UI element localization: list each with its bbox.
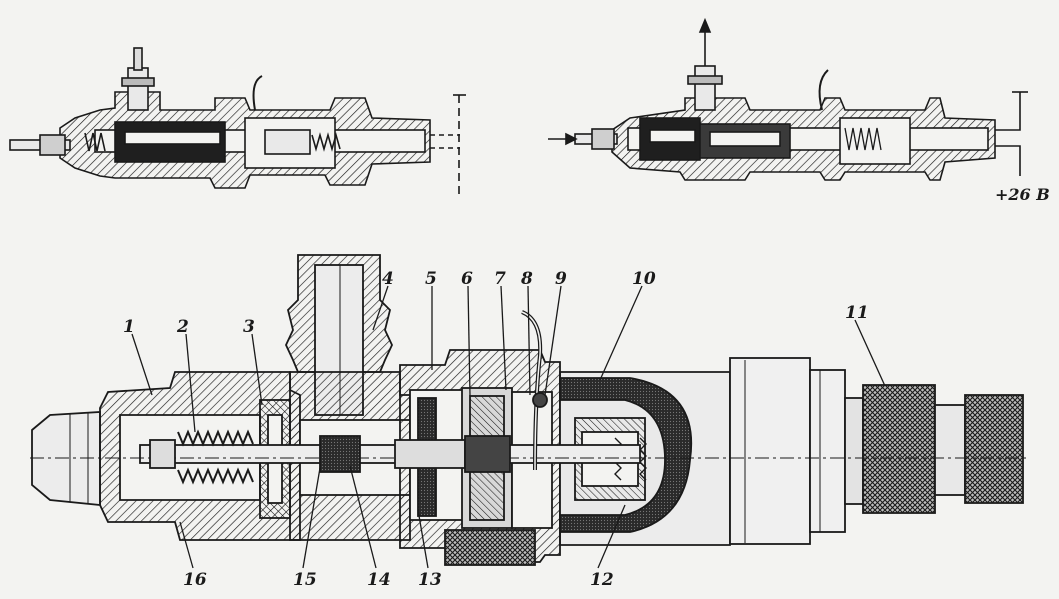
callout-10: 10 xyxy=(632,269,656,289)
callout-12: 12 xyxy=(590,570,614,590)
voltage-label: +26 В xyxy=(995,185,1050,204)
callout-14: 14 xyxy=(367,570,391,590)
callout-11: 11 xyxy=(845,303,869,323)
callout-15: 15 xyxy=(293,570,317,590)
callout-2: 2 xyxy=(176,317,189,337)
callout-3: 3 xyxy=(243,317,255,337)
callout-9: 9 xyxy=(555,269,567,289)
callout-4: 4 xyxy=(382,269,394,289)
main-section-view xyxy=(30,254,1030,569)
callout-8: 8 xyxy=(520,269,533,289)
top-right-section-view xyxy=(548,17,1028,181)
callout-16: 16 xyxy=(183,570,207,590)
callout-labels: 1 2 3 4 5 6 7 8 9 10 11 12 13 14 15 16 xyxy=(123,269,869,590)
callout-1: 1 xyxy=(123,317,135,337)
callout-6: 6 xyxy=(461,269,473,289)
callout-7: 7 xyxy=(494,269,506,289)
top-left-section-view xyxy=(9,47,466,195)
callout-13: 13 xyxy=(418,570,442,590)
callout-5: 5 xyxy=(425,269,437,289)
